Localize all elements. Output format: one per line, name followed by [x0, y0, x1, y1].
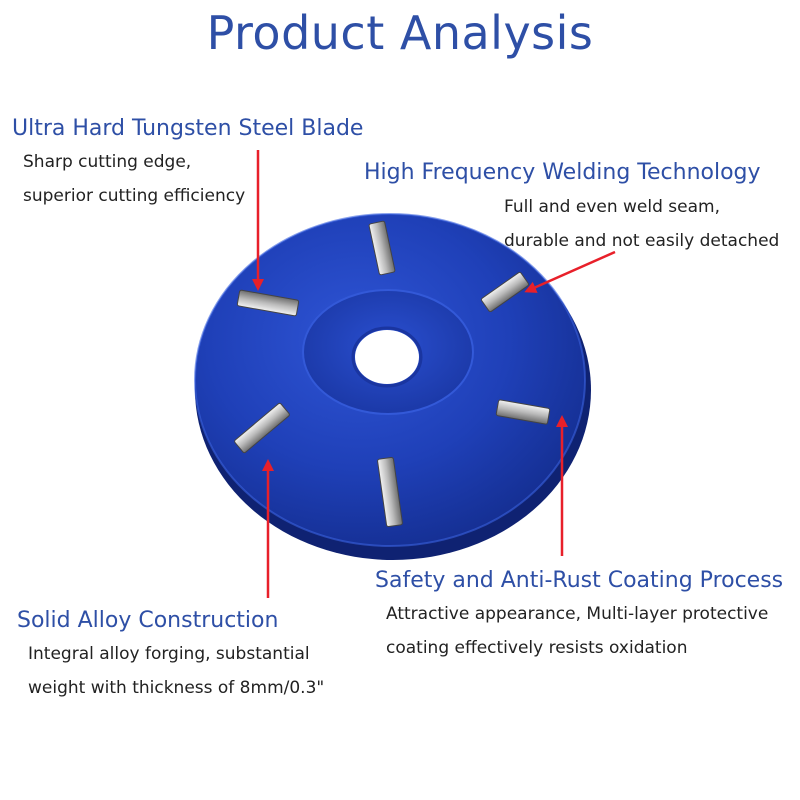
disc-center-hole — [355, 330, 419, 384]
page-title: Product Analysis — [206, 6, 594, 60]
feature-desc-coating: Attractive appearance, Multi-layer prote… — [386, 597, 768, 665]
callout-arrows — [252, 150, 616, 598]
feature-heading-blade: Ultra Hard Tungsten Steel Blade — [12, 116, 364, 141]
blade-icon — [495, 399, 551, 425]
blade-icon — [368, 220, 396, 276]
desc-line: Sharp cutting edge, — [23, 152, 192, 172]
feature-desc-alloy: Integral alloy forging, substantial weig… — [28, 637, 324, 705]
desc-line: weight with thickness of 8mm/0.3" — [28, 678, 325, 698]
desc-line: durable and not easily detached — [504, 231, 780, 251]
desc-line: Full and even weld seam, — [504, 197, 720, 217]
blade-icon — [236, 289, 300, 317]
feature-heading-alloy: Solid Alloy Construction — [17, 608, 279, 633]
blade-icon — [481, 271, 529, 313]
feature-heading-welding: High Frequency Welding Technology — [364, 160, 761, 185]
feature-desc-welding: Full and even weld seam, durable and not… — [504, 190, 779, 258]
feature-desc-blade: Sharp cutting edge, superior cutting eff… — [23, 145, 245, 213]
blade-icon — [377, 456, 403, 528]
disc-rim — [194, 213, 586, 547]
blade-icon — [234, 402, 290, 454]
desc-line: superior cutting efficiency — [23, 186, 246, 206]
desc-line: Integral alloy forging, substantial — [28, 644, 310, 664]
desc-line: coating effectively resists oxidation — [386, 638, 688, 658]
desc-line: Attractive appearance, Multi-layer prote… — [386, 604, 769, 624]
arrow-welding — [524, 250, 616, 293]
tungsten-blades — [234, 220, 551, 528]
feature-heading-coating: Safety and Anti-Rust Coating Process — [375, 568, 784, 593]
disc-hole-edge — [351, 326, 423, 388]
